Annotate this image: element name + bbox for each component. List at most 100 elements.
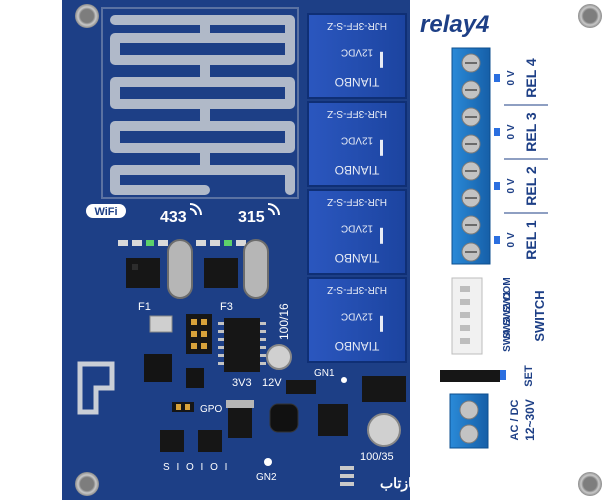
output-name: REL 1: [523, 220, 539, 260]
power-line2: 12~30V: [523, 399, 537, 441]
label-3v3: 3V3: [232, 377, 252, 389]
output-volt: 0 V: [506, 124, 517, 139]
logo-text: بازتاب: [380, 475, 416, 492]
bottom-pin-row: [340, 466, 354, 486]
pcb-antenna: [77, 361, 115, 415]
set-label: SET: [523, 365, 535, 387]
relay-voltage: 12VDC: [341, 311, 373, 322]
relay-4: HJR-3FF-S-Z 12VDC TIANBO: [307, 13, 407, 99]
switch-title: SWITCH: [532, 290, 547, 341]
label-gn2: GN2: [256, 472, 277, 483]
mosfet-1: [160, 430, 184, 452]
terminal-area: [410, 42, 610, 500]
relay-mark: [380, 51, 383, 68]
switch-pin-com: COM: [502, 277, 513, 300]
relay-stack: HJR-3FF-S-Z 12VDC TIANBO HJR-3FF-S-Z 12VDC TI…: [307, 13, 407, 363]
output-volt: 0 V: [506, 232, 517, 247]
mount-hole-bl: [75, 472, 99, 496]
logo-mark-icon: [442, 468, 462, 488]
output-led: [494, 128, 500, 136]
output-name: REL 2: [523, 166, 539, 206]
mount-hole-br: [578, 472, 602, 496]
receiver-433: F1: [126, 239, 193, 313]
diode: [286, 380, 316, 394]
relay-body: [307, 13, 407, 99]
switch-pin-sw4: SW4: [502, 330, 513, 352]
label-gn1: GN1: [314, 368, 335, 379]
set-led: [500, 370, 506, 380]
relay-maker: TIANBO: [335, 339, 380, 353]
power-line1: AC / DC: [509, 399, 521, 440]
relay-mark: [380, 315, 383, 332]
output-name: REL 4: [523, 58, 539, 98]
cap-100-16: [266, 344, 292, 370]
inductor: [269, 403, 299, 433]
relay-2: HJR-3FF-S-Z 12VDC TIANBO: [307, 189, 407, 275]
regulator-tab: [226, 400, 254, 408]
ic-buck: [318, 404, 348, 436]
output-led: [494, 74, 500, 82]
output-volt: 0 V: [506, 70, 517, 85]
relay-mark: [380, 139, 383, 156]
relay-voltage: 12VDC: [341, 223, 373, 234]
relay-1: HJR-3FF-S-Z 12VDC TIANBO: [307, 277, 407, 363]
mosfet-2: [198, 430, 222, 452]
relay-terminal-block: 0 V REL 4 0 V REL 3 0 V REL 2 0 V REL 1: [451, 47, 548, 265]
switch-pin-sw2: SW2: [502, 304, 513, 326]
gn1-pad: [341, 377, 347, 383]
main-ic: [218, 318, 266, 372]
signal-433-icon: [189, 203, 202, 216]
output-led: [494, 182, 500, 190]
relay-model: HJR-3FF-S-Z: [327, 284, 387, 295]
output-led: [494, 236, 500, 244]
label-cap-100-16: 100/16: [277, 303, 291, 340]
label-sioo: S I O I O I: [163, 462, 229, 473]
gpo-pin-2: [185, 404, 190, 410]
relay-maker: TIANBO: [335, 251, 380, 265]
label-12v: 12V: [262, 377, 282, 389]
bridge-rectifier: [362, 376, 406, 402]
relay-body: [307, 101, 407, 187]
gpo-pin-1: [176, 404, 181, 410]
set-button: [440, 370, 500, 382]
switch-pin-sw3: SW3: [502, 317, 513, 339]
relay-body: [307, 189, 407, 275]
switch-pin-sw1: SW1: [502, 291, 513, 313]
switch-connector: [451, 277, 483, 355]
top-right-area: [410, 0, 610, 42]
label-gpo: GPO: [200, 404, 222, 415]
regulator-3v3: [228, 404, 252, 438]
cap-100-35: [367, 413, 401, 447]
relay-maker: TIANBO: [335, 75, 380, 89]
signal-315-icon: [267, 203, 280, 216]
brand-title: relay4: [420, 11, 489, 38]
gpo-jumper: [172, 402, 194, 412]
label-433: 433: [160, 209, 187, 226]
pin-header-6: [186, 314, 212, 354]
power-terminal: [449, 393, 489, 449]
relay-model: HJR-3FF-S-Z: [327, 108, 387, 119]
antenna-traces: [110, 15, 295, 195]
relay-mark: [380, 227, 383, 244]
wifi-logo: WiFi: [86, 204, 126, 218]
ic-small-2: [186, 368, 204, 388]
label-f1: F1: [138, 301, 151, 313]
output-volt: 0 V: [506, 178, 517, 193]
relay-model: HJR-3FF-S-Z: [327, 196, 387, 207]
antenna-frame: [101, 7, 299, 199]
receiver-315: F3: [204, 239, 269, 313]
mount-hole-tl: [75, 4, 99, 28]
label-f3: F3: [220, 301, 233, 313]
label-315: 315: [238, 209, 265, 226]
relay-model: HJR-3FF-S-Z: [327, 20, 387, 31]
mount-hole-tr: [578, 4, 602, 28]
gn2-pad: [264, 458, 272, 466]
relay-body: [307, 277, 407, 363]
wifi-logo-text: WiFi: [94, 206, 117, 218]
output-name: REL 3: [523, 112, 539, 152]
relay-voltage: 12VDC: [341, 47, 373, 58]
smd-row-1: [118, 240, 246, 246]
label-cap-100-35: 100/35: [360, 451, 394, 463]
